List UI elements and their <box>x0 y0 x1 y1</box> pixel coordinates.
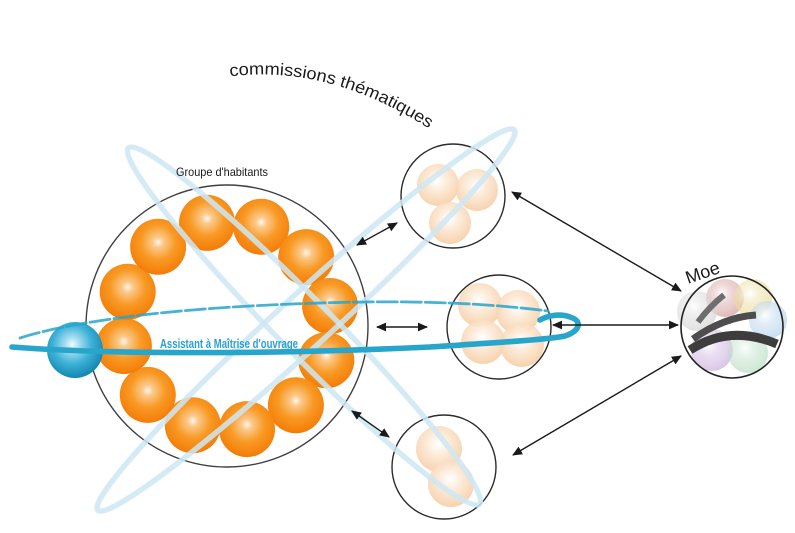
moe-sphere <box>677 291 717 331</box>
commission-middle <box>446 274 552 380</box>
moe-swoosh-middle <box>690 311 757 342</box>
moe-swoosh-long <box>687 330 779 354</box>
group-circle <box>47 184 369 468</box>
arrow-group-to-commission-top <box>356 222 398 246</box>
moe-swoosh-small <box>695 292 726 324</box>
moe-outline <box>680 275 784 379</box>
habitant-sphere <box>302 278 359 334</box>
commission-member-sphere <box>428 461 474 507</box>
arrow-commission-bottom-to-moe <box>512 355 682 456</box>
amo-label: Assistant à Maîtrise d'ouvrage <box>160 337 298 351</box>
moe-sphere <box>728 333 768 373</box>
commission-bottom <box>391 414 497 520</box>
commission-member-sphere <box>417 164 459 206</box>
teal-orbit-bottom-stroke <box>9 312 581 356</box>
pale-orbit-ellipse-down <box>124 144 484 508</box>
habitant-sphere <box>130 218 187 275</box>
moe-sphere <box>749 301 787 339</box>
habitant-sphere <box>119 366 176 423</box>
commission-member-sphere <box>496 290 540 334</box>
commission-member-sphere <box>500 323 544 367</box>
commission-member-sphere <box>416 426 462 472</box>
habitant-sphere <box>233 198 290 255</box>
group-label: Groupe d'habitants <box>176 165 268 179</box>
moe-circle <box>677 275 787 379</box>
teal-orbit-top-arc <box>18 300 550 340</box>
arrow-group-to-commission-bottom <box>351 410 390 438</box>
habitant-sphere <box>267 377 324 434</box>
arrow-commission-top-to-moe <box>511 191 682 292</box>
habitant-sphere <box>278 229 335 286</box>
commission-member-sphere <box>429 202 471 244</box>
habitant-sphere <box>95 318 152 374</box>
habitant-sphere <box>99 263 156 320</box>
pale-orbit-ellipse-up <box>94 126 518 514</box>
title-commissions-thematiques: commissions thématiques <box>228 59 436 132</box>
